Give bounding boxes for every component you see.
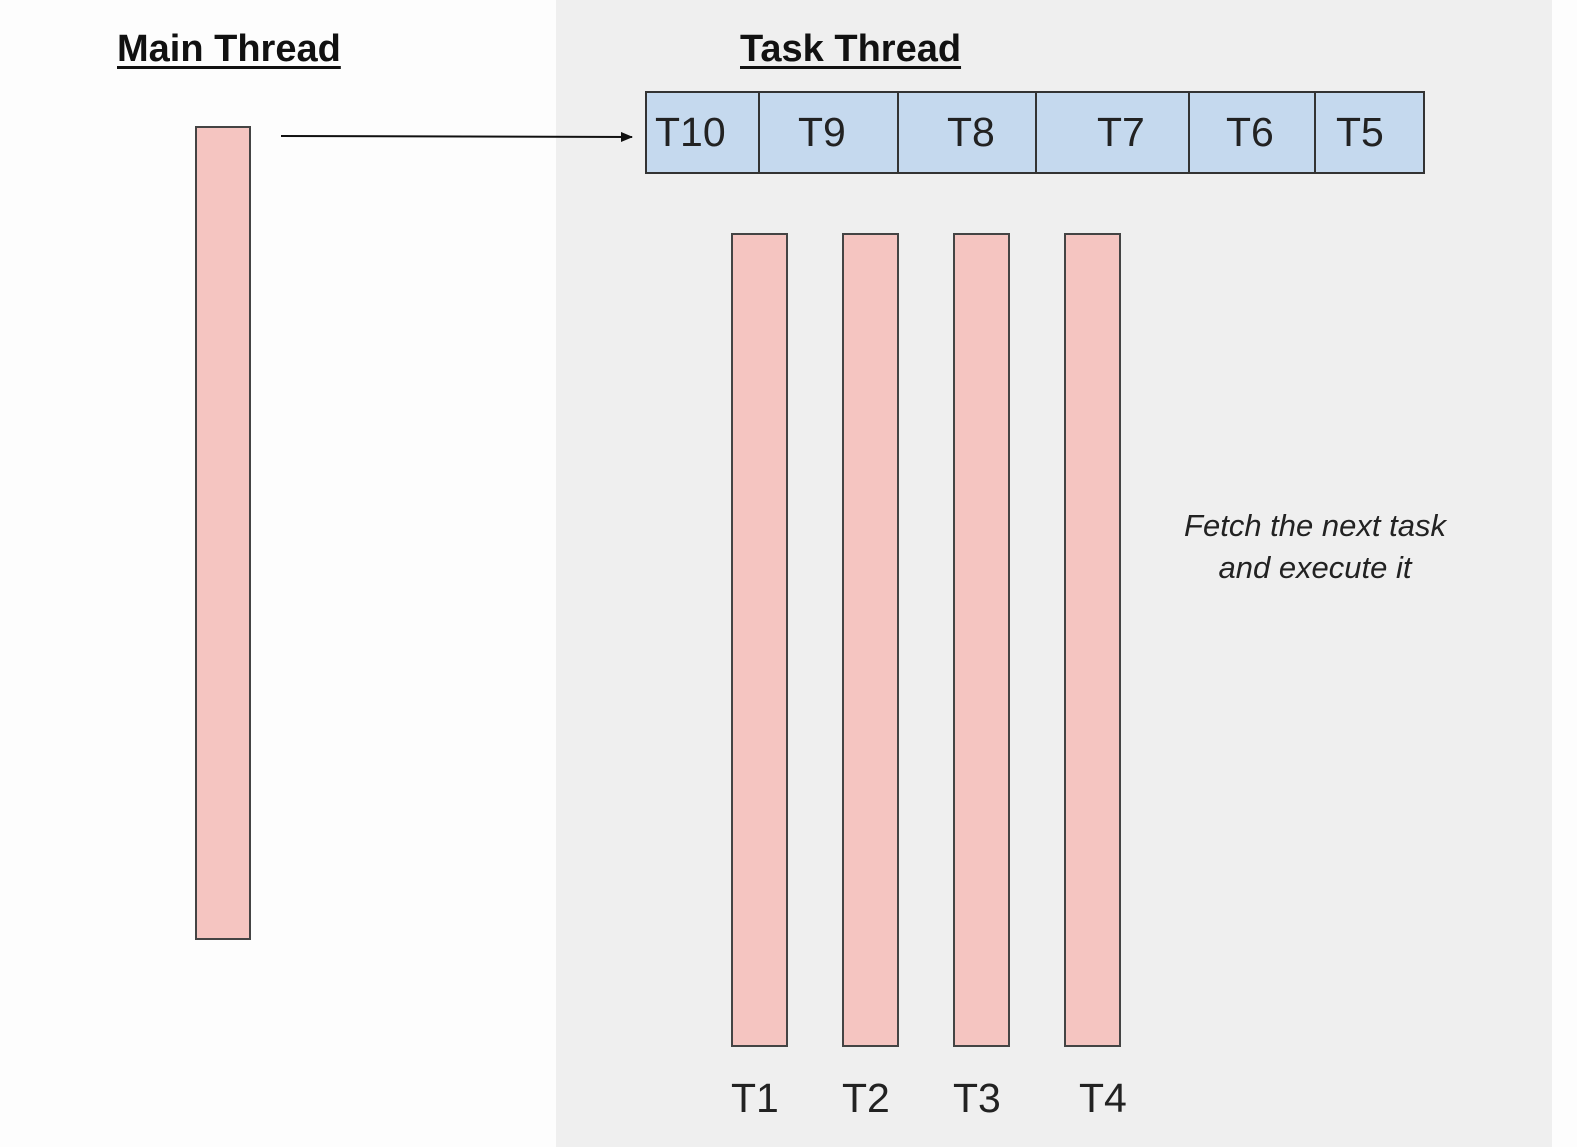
- task-queue: T10 T9 T8 T7 T6 T5: [645, 91, 1425, 174]
- queue-cell: T7: [1037, 93, 1190, 172]
- queue-cell: T5: [1316, 93, 1423, 172]
- worker-thread-label: T4: [1079, 1075, 1127, 1121]
- queue-cell-label: T6: [1226, 109, 1274, 155]
- worker-thread-bar: [731, 233, 788, 1047]
- note-line: and execute it: [1218, 550, 1412, 585]
- main-thread-bar: [195, 126, 251, 940]
- worker-thread-bar: [953, 233, 1010, 1047]
- queue-cell: T9: [760, 93, 899, 172]
- worker-thread-label: T2: [842, 1075, 890, 1121]
- task-thread-heading: Task Thread: [740, 28, 962, 70]
- queue-cell-label: T9: [798, 109, 846, 155]
- worker-thread-label: T3: [953, 1075, 1001, 1121]
- queue-cell-label: T10: [655, 109, 726, 155]
- worker-thread-bar: [1064, 233, 1121, 1047]
- main-thread-heading: Main Thread: [117, 28, 341, 70]
- queue-cell: T10: [647, 93, 760, 172]
- note-line: Fetch the next task: [1184, 508, 1446, 543]
- queue-cell-label: T7: [1097, 109, 1145, 155]
- worker-behavior-note: Fetch the next task and execute it: [1130, 505, 1500, 589]
- worker-thread-label: T1: [731, 1075, 779, 1121]
- queue-cell-label: T8: [947, 109, 995, 155]
- task-thread-panel: [556, 0, 1552, 1147]
- queue-cell: T6: [1190, 93, 1316, 172]
- queue-cell-label: T5: [1336, 109, 1384, 155]
- worker-thread-bar: [842, 233, 899, 1047]
- queue-cell: T8: [899, 93, 1037, 172]
